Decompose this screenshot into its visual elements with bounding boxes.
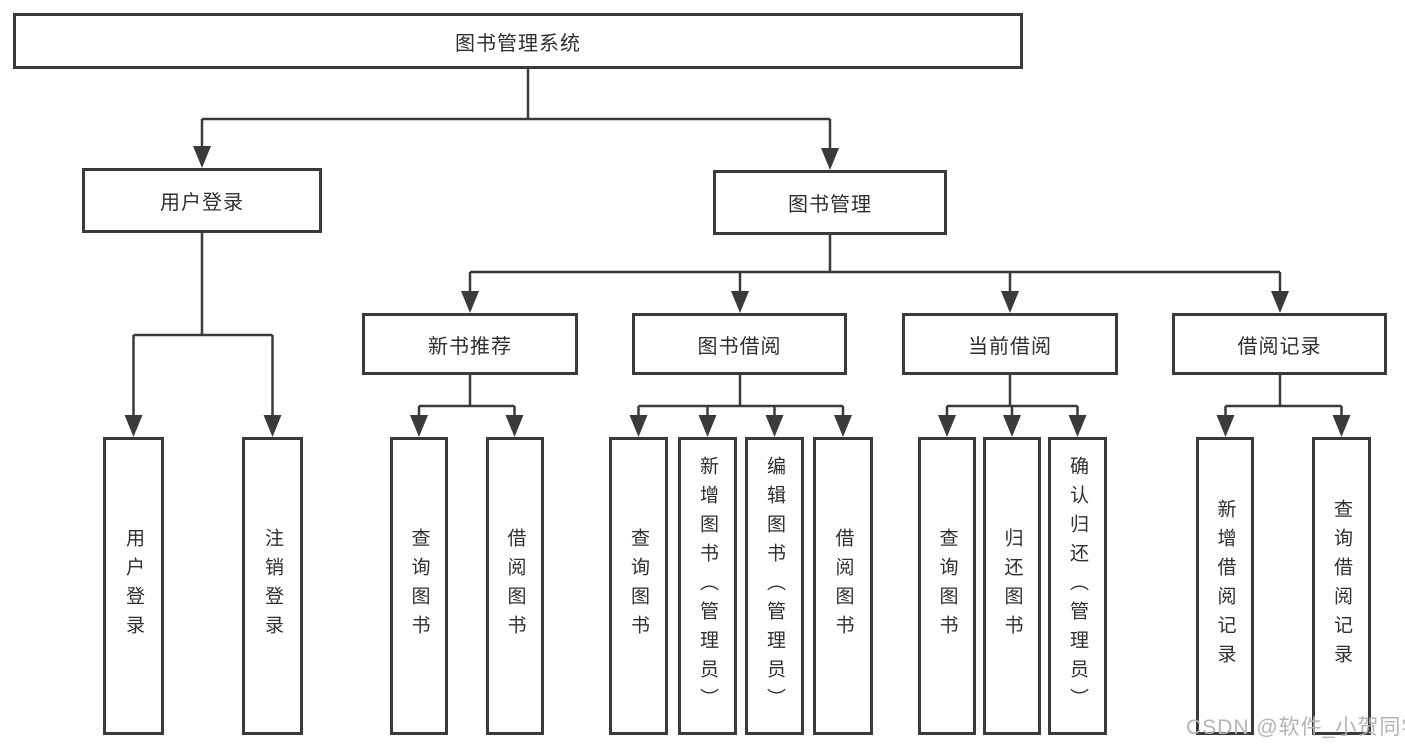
leaf-label: 借阅图书 <box>504 528 526 644</box>
leaf-label: 归还图书 <box>1001 528 1023 644</box>
branch-label: 新书推荐 <box>428 335 512 358</box>
branch-label: 借阅记录 <box>1237 335 1322 358</box>
leaf-label: 新增借阅记录 <box>1214 499 1236 673</box>
leaf-query-borrow-record: 查询借阅记录 <box>1312 437 1371 735</box>
leaf-query-books-recommend: 查询图书 <box>390 437 448 735</box>
leaf-query-books-current: 查询图书 <box>918 437 976 735</box>
node-root: 图书管理系统 <box>13 13 1023 69</box>
leaf-label: 查询借阅记录 <box>1331 499 1352 673</box>
leaf-edit-books-admin: 编辑图书（管理员） <box>745 437 804 735</box>
node-book-management-label: 图书管理 <box>788 194 872 216</box>
leaf-label: 查询图书 <box>936 528 958 644</box>
csdn-watermark: CSDN @软件_小贺同学 <box>1186 716 1405 739</box>
leaf-borrow-books-recommend: 借阅图书 <box>486 437 544 735</box>
leaf-label: 借阅图书 <box>832 528 854 644</box>
leaf-return-books: 归还图书 <box>983 437 1041 735</box>
leaf-label: 用户登录 <box>123 528 144 644</box>
leaf-label: 编辑图书（管理员） <box>764 455 785 717</box>
node-borrow-records: 借阅记录 <box>1172 313 1387 375</box>
branch-label: 当前借阅 <box>968 335 1052 358</box>
leaf-borrow-books: 借阅图书 <box>813 437 873 735</box>
leaf-label: 新增图书（管理员） <box>697 455 718 717</box>
leaf-confirm-return-admin: 确认归还（管理员） <box>1048 437 1107 735</box>
node-new-book-recommend: 新书推荐 <box>362 313 578 375</box>
node-root-label: 图书管理系统 <box>455 32 581 55</box>
leaf-label: 查询图书 <box>628 528 649 644</box>
arrowheads <box>124 146 1351 437</box>
node-user-login-label: 用户登录 <box>160 192 244 214</box>
leaf-label: 确认归还（管理员） <box>1067 455 1088 717</box>
leaf-user-login: 用户登录 <box>103 437 164 735</box>
leaf-label: 注销登录 <box>262 528 283 644</box>
node-book-borrow: 图书借阅 <box>632 313 847 375</box>
leaf-add-books-admin: 新增图书（管理员） <box>678 437 737 735</box>
branch-label: 图书借阅 <box>697 335 782 358</box>
node-book-management: 图书管理 <box>713 170 947 235</box>
node-current-borrow: 当前借阅 <box>902 313 1118 375</box>
node-user-login: 用户登录 <box>82 168 322 233</box>
leaf-label: 查询图书 <box>408 528 430 644</box>
leaf-logout: 注销登录 <box>242 437 303 735</box>
leaf-query-books-borrow: 查询图书 <box>609 437 668 735</box>
leaf-add-borrow-record: 新增借阅记录 <box>1196 437 1254 735</box>
